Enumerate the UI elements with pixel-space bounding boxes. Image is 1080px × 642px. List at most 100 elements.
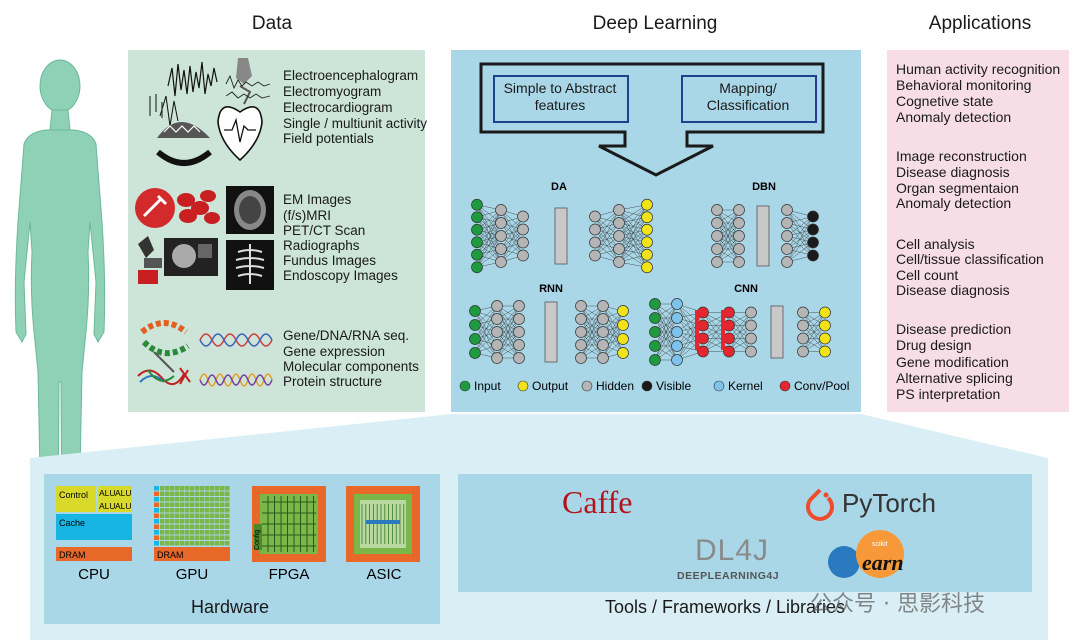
gpu-core-cell — [210, 491, 215, 496]
legend-swatch — [581, 380, 593, 392]
net-node — [781, 204, 793, 216]
gpu-core-cell — [225, 535, 230, 540]
net-node — [781, 256, 793, 268]
net-node — [517, 210, 529, 223]
app-item: Behavioral monitoring — [896, 77, 1032, 93]
abstraction-arrow — [479, 62, 825, 177]
net-node — [745, 306, 757, 319]
classification-box — [681, 75, 817, 123]
gpu-core-cell — [170, 502, 175, 507]
gpu-core-cell — [175, 535, 180, 540]
net-node — [671, 340, 683, 352]
gpu-core-cell — [205, 535, 210, 540]
net-node — [641, 223, 653, 236]
cpu-chip-icon: Control ALU ALU ALU ALU Cache DRAM — [56, 486, 132, 561]
gpu-control-cell — [154, 519, 159, 524]
gpu-core-cell — [200, 486, 205, 491]
gpu-core-cell — [225, 502, 230, 507]
net-node — [471, 223, 483, 236]
app-item: Alternative splicing — [896, 370, 1013, 386]
data-item: Field potentials — [283, 131, 374, 146]
gpu-core-cell — [215, 502, 220, 507]
gpu-core-cell — [215, 491, 220, 496]
net-node — [575, 339, 587, 351]
net-layer-block — [770, 305, 784, 359]
net-node — [723, 306, 735, 319]
gpu-control-cell — [154, 486, 159, 491]
net-node — [517, 223, 529, 236]
tools-panel — [458, 474, 1032, 592]
net-node — [723, 345, 735, 358]
net-node — [513, 313, 525, 325]
net-node — [711, 217, 723, 229]
data-item: Gene expression — [283, 344, 386, 359]
gpu-core-cell — [180, 535, 185, 540]
gpu-core-cell — [160, 513, 165, 518]
gpu-core-cell — [170, 508, 175, 513]
sklearn-small-label: scikit — [872, 541, 888, 548]
net-node — [589, 223, 601, 236]
feature-box — [493, 75, 629, 123]
gpu-core-cell — [205, 497, 210, 502]
gpu-core-cell — [215, 530, 220, 535]
net-node — [471, 211, 483, 224]
net-node — [613, 243, 625, 255]
data-item: Molecular components — [283, 359, 419, 374]
net-node — [613, 217, 625, 229]
gpu-core-cell — [185, 524, 190, 529]
data-item: Protein structure — [283, 374, 383, 389]
net-node — [491, 326, 503, 338]
gpu-core-cell — [215, 508, 220, 513]
deep-learning-heading: Deep Learning — [592, 13, 718, 34]
gpu-core-cell — [185, 502, 190, 507]
pytorch-logo: PyTorch — [842, 488, 936, 518]
gpu-core-cell — [200, 530, 205, 535]
gpu-core-cell — [210, 502, 215, 507]
gpu-core-cell — [220, 502, 225, 507]
net-node — [697, 319, 709, 332]
net-node — [495, 256, 507, 268]
cpu-alu-label: ALU — [115, 501, 132, 511]
gpu-core-cell — [225, 497, 230, 502]
net-node — [649, 340, 661, 352]
gpu-core-cell — [180, 486, 185, 491]
gpu-core-cell — [185, 497, 190, 502]
gpu-core-cell — [225, 491, 230, 496]
net-node — [733, 217, 745, 229]
app-item: Disease diagnosis — [896, 282, 1010, 298]
data-item: Electrocardiogram — [283, 100, 393, 115]
gpu-core-cell — [195, 541, 200, 546]
net-node — [641, 198, 653, 211]
net-node — [711, 243, 723, 255]
net-node — [807, 249, 819, 262]
gpu-control-cell — [154, 524, 159, 529]
legend-swatch — [779, 380, 791, 392]
net-node — [495, 204, 507, 216]
net-node — [697, 332, 709, 345]
net-node — [491, 352, 503, 364]
gpu-core-cell — [170, 530, 175, 535]
net-node — [617, 319, 629, 331]
gpu-core-cell — [210, 497, 215, 502]
legend-label: Output — [532, 379, 569, 393]
fpga-config-label: Config — [254, 530, 261, 550]
net-node — [513, 300, 525, 312]
net-node — [589, 210, 601, 223]
net-node — [807, 210, 819, 223]
gpu-core-cell — [210, 541, 215, 546]
app-item: Cell/tissue classification — [896, 251, 1044, 267]
gpu-core-cell — [215, 513, 220, 518]
medical-images-icon — [135, 186, 274, 290]
cpu-control-label: Control — [59, 490, 88, 500]
net-node — [575, 313, 587, 325]
gpu-core-cell — [205, 486, 210, 491]
gpu-core-cell — [165, 524, 170, 529]
net-node — [513, 339, 525, 351]
gpu-core-cell — [165, 530, 170, 535]
net-node — [641, 236, 653, 249]
cpu-cache-label: Cache — [59, 518, 85, 528]
net-node — [819, 345, 831, 358]
cnn-conv-bar — [695, 310, 699, 350]
net-node — [671, 312, 683, 324]
app-item: Cell count — [896, 267, 959, 283]
